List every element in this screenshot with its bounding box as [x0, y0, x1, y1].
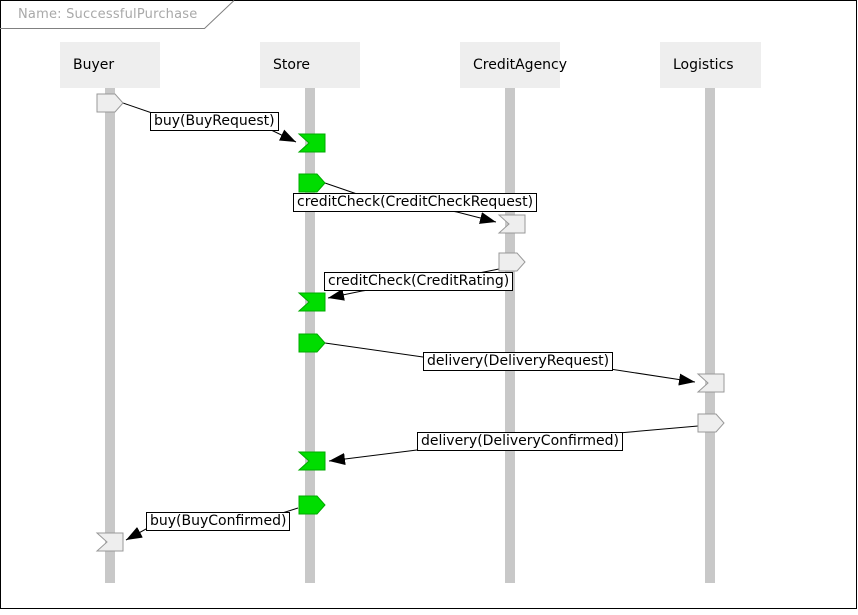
send-event-creditagency[interactable]	[498, 252, 526, 272]
message-label[interactable]: creditCheck(CreditRating)	[324, 272, 514, 291]
receive-event-logistics[interactable]	[696, 373, 725, 393]
receive-event-store[interactable]	[297, 292, 326, 312]
receive-event-store[interactable]	[297, 451, 326, 471]
lifeline-bar-buyer	[105, 88, 115, 583]
send-event-store[interactable]	[298, 173, 326, 193]
diagram-title: Name: SuccessfulPurchase	[18, 7, 198, 22]
lifeline-bar-creditagency	[505, 88, 515, 583]
send-event-buyer[interactable]	[96, 93, 124, 113]
lifeline-header-creditagency[interactable]: CreditAgency	[460, 42, 567, 88]
lifeline-header-buyer[interactable]: Buyer	[60, 42, 160, 88]
message-label[interactable]: creditCheck(CreditCheckRequest)	[293, 193, 538, 212]
message-label[interactable]: buy(BuyRequest)	[150, 112, 279, 131]
send-event-logistics[interactable]	[697, 413, 725, 433]
receive-event-store[interactable]	[297, 133, 326, 153]
lifeline-bar-logistics	[705, 88, 715, 583]
message-label[interactable]: buy(BuyConfirmed)	[146, 512, 291, 531]
title-tab-outline	[0, 0, 235, 29]
receive-event-creditagency[interactable]	[497, 214, 526, 234]
send-event-store[interactable]	[298, 333, 326, 353]
lifeline-header-logistics[interactable]: Logistics	[660, 42, 761, 88]
receive-event-buyer[interactable]	[95, 532, 124, 552]
message-label[interactable]: delivery(DeliveryRequest)	[423, 352, 614, 371]
lifeline-header-store[interactable]: Store	[260, 42, 360, 88]
message-label[interactable]: delivery(DeliveryConfirmed)	[417, 432, 623, 451]
send-event-store[interactable]	[298, 495, 326, 515]
